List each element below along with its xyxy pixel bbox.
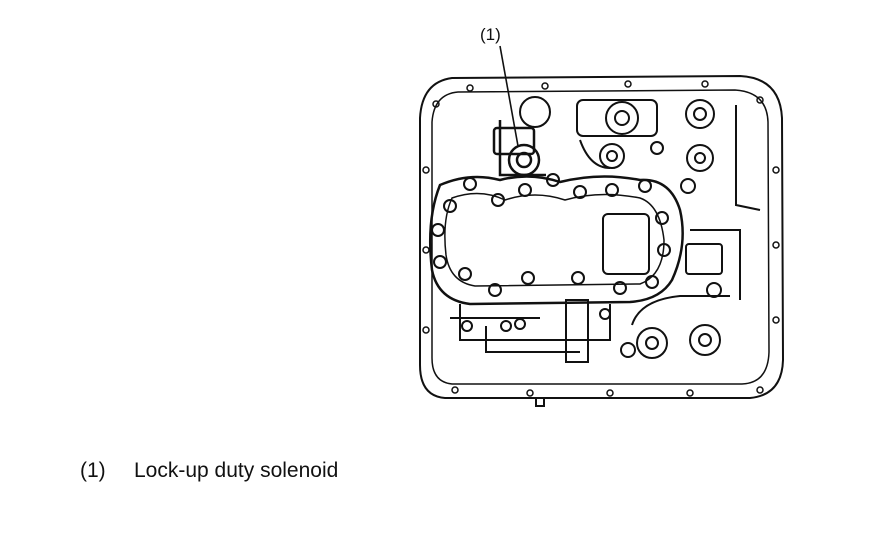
callout-number: (1) — [480, 25, 501, 44]
manual-valve — [450, 299, 611, 363]
oil-pan-inner-outline — [431, 89, 770, 385]
lower-solenoids — [620, 229, 741, 359]
drain-plug — [535, 398, 545, 407]
legend-number: (1) — [80, 459, 106, 482]
legend: (1) Lock-up duty solenoid — [80, 459, 338, 483]
valve-body-plate-inner — [444, 192, 665, 287]
callout-leader-line — [499, 45, 519, 147]
plate-window — [602, 213, 650, 275]
valve-body-diagram: (1) — [419, 25, 785, 407]
pan-bolt-holes — [422, 80, 780, 397]
lock-up-duty-solenoid — [492, 120, 546, 177]
upper-solenoids — [519, 96, 761, 211]
plate-bolts — [431, 173, 671, 297]
legend-label: Lock-up duty solenoid — [134, 459, 339, 482]
oil-pan-outline — [419, 74, 785, 399]
valve-body-plate — [428, 175, 684, 306]
